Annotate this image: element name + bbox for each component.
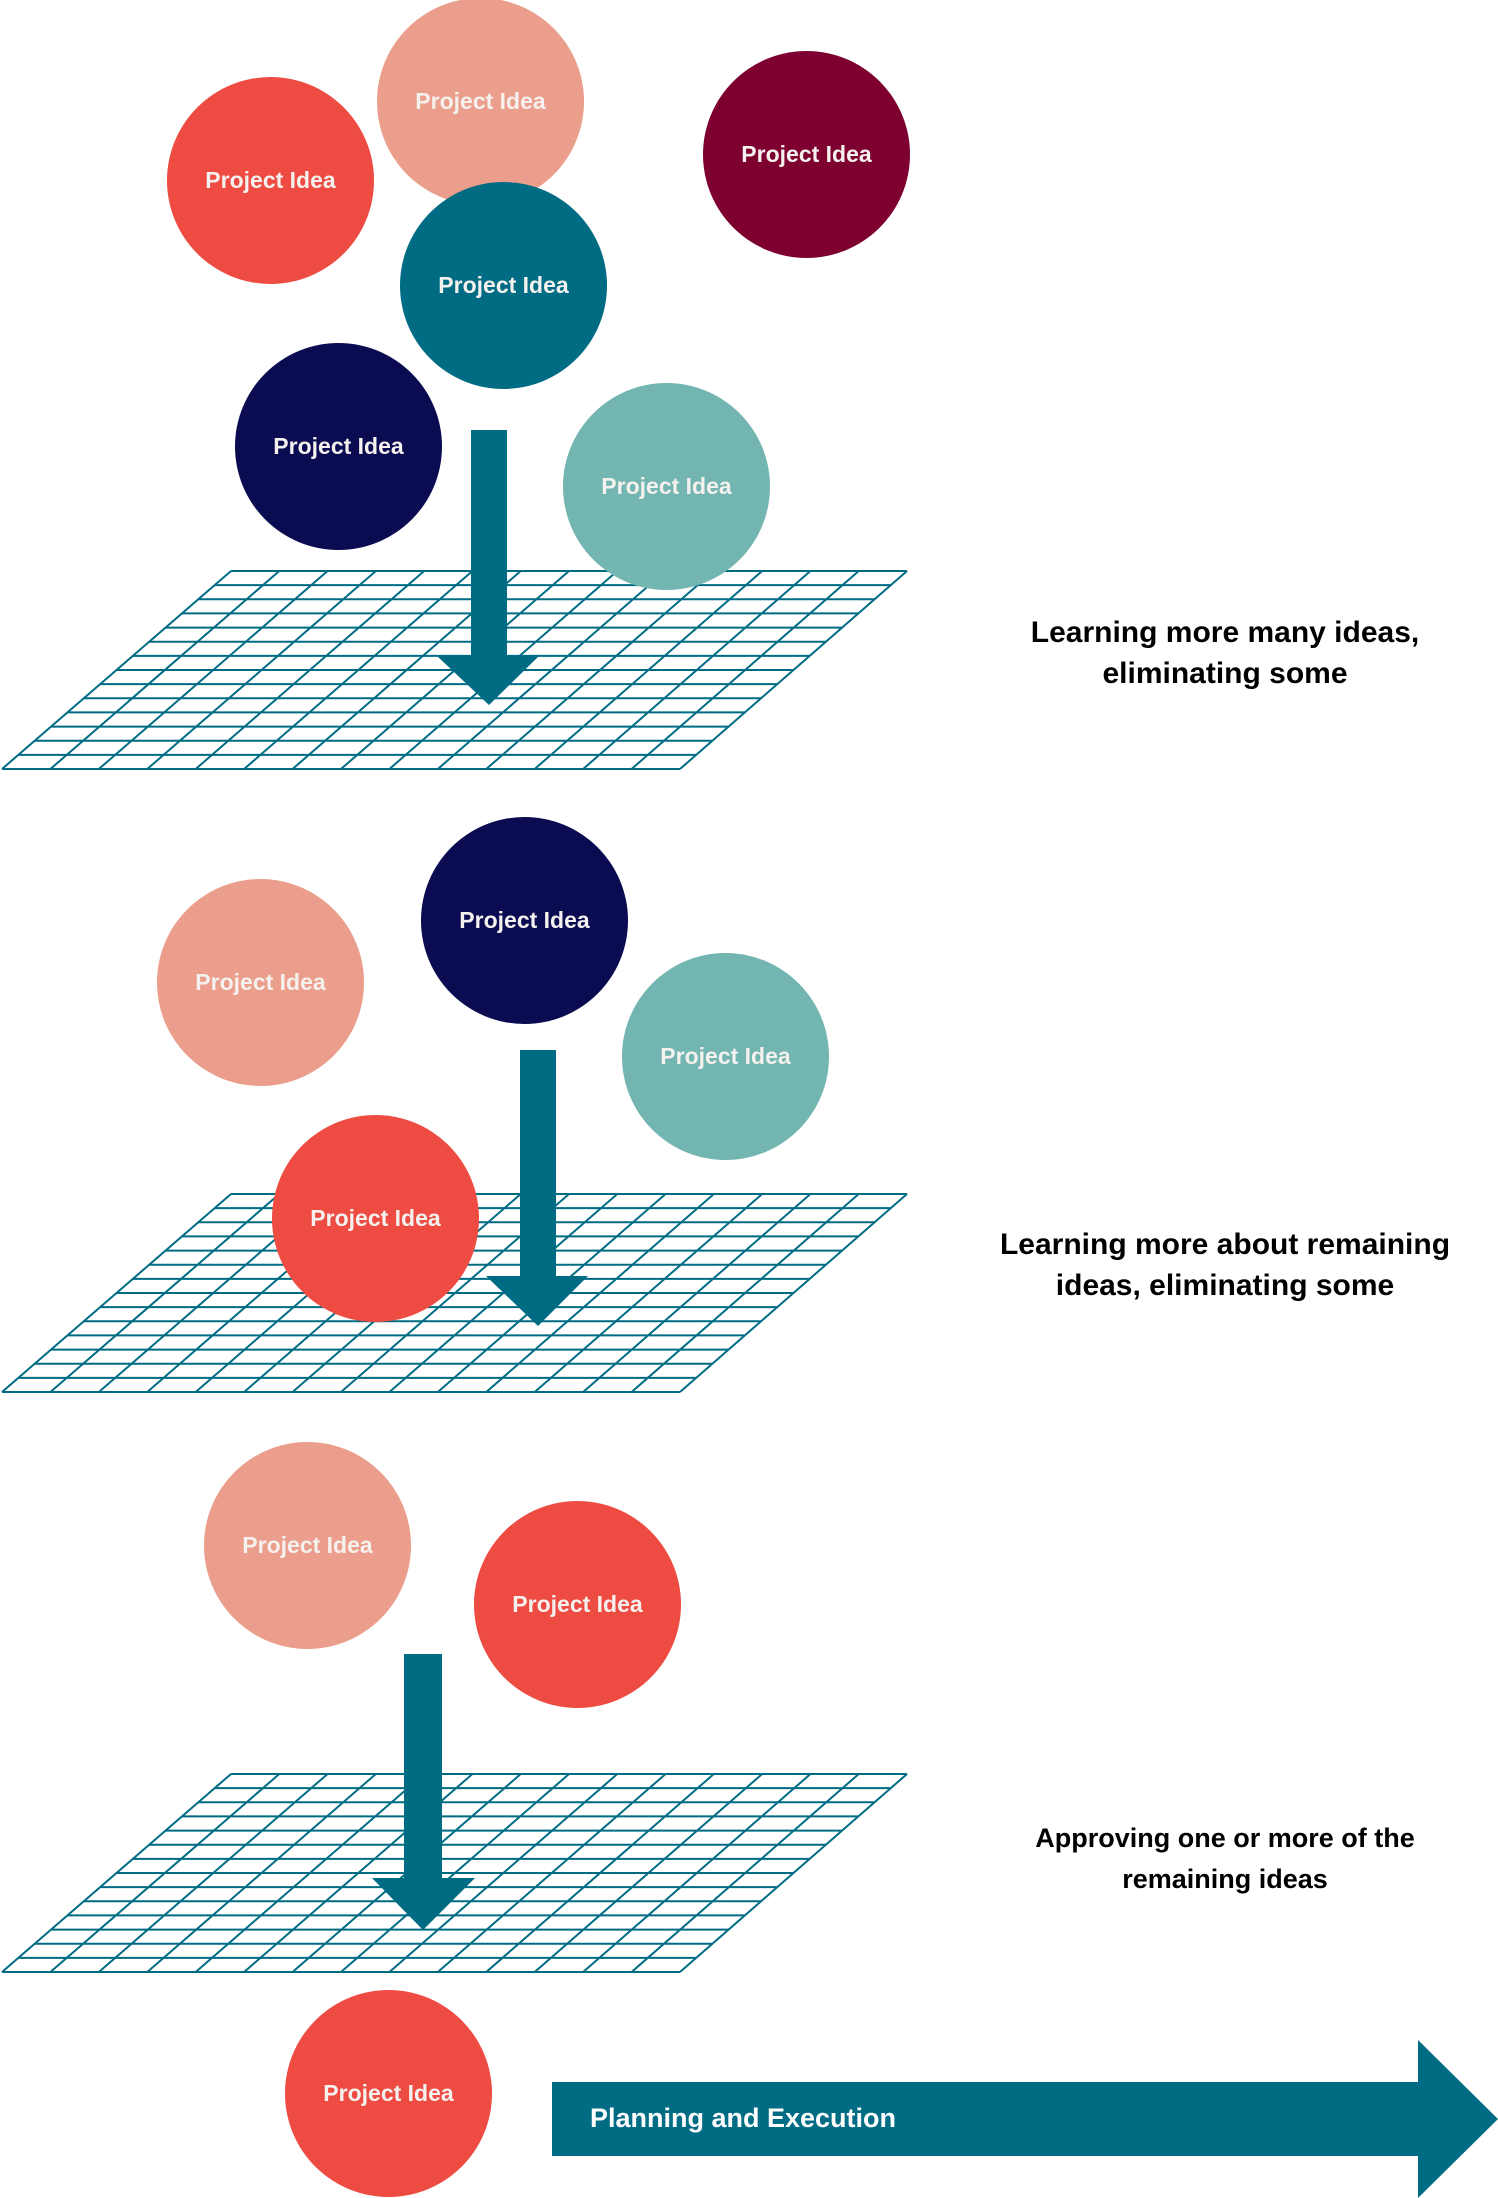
project-idea-circle: Project Idea: [703, 51, 910, 258]
stage-1-description-line: Learning more many ideas,: [1030, 616, 1420, 649]
project-idea-label: Project Idea: [323, 2080, 454, 2106]
grid-column-line: [534, 1193, 763, 1393]
project-idea-circle: Project Idea: [622, 953, 829, 1160]
project-idea-label: Project Idea: [195, 969, 326, 995]
project-idea-circle: Project Idea: [377, 0, 584, 205]
project-idea-label: Project Idea: [601, 473, 732, 499]
project-idea-label: Project Idea: [415, 88, 546, 114]
grid-column-line: [1, 570, 232, 770]
project-idea-circle: Project Idea: [204, 1442, 411, 1649]
grid-column-line: [582, 570, 812, 770]
stage-2-description-line: ideas, eliminating some: [1055, 1269, 1395, 1302]
filter-grid-1: [1, 570, 908, 770]
filter-grid-3: [1, 1773, 908, 1973]
grid-column-line: [630, 1773, 860, 1973]
grid-column-line: [195, 1773, 425, 1973]
grid-column-line: [49, 1773, 280, 1973]
stage-1-description-line: eliminating some: [1102, 657, 1348, 690]
grid-column-line: [437, 1773, 667, 1973]
down-arrow-icon: [437, 430, 539, 705]
grid-column-line: [630, 570, 860, 770]
grid-column-line: [679, 570, 908, 770]
stage-3-description-line: remaining ideas: [1122, 1864, 1328, 1894]
grid-column-line: [49, 570, 280, 770]
stage-2-description: Learning more about remaining ideas, eli…: [945, 1224, 1498, 1306]
stage-1-description: Learning more many ideas, eliminating so…: [945, 612, 1498, 694]
grid-column-line: [1, 1193, 232, 1393]
grid-column-line: [582, 1773, 812, 1973]
project-idea-label: Project Idea: [660, 1043, 791, 1069]
project-idea-label: Project Idea: [242, 1532, 373, 1558]
approved-project-idea-circle: Project Idea: [285, 1990, 492, 2197]
project-idea-circle: Project Idea: [474, 1501, 681, 1708]
project-idea-circle: Project Idea: [400, 182, 607, 389]
down-arrow-icon: [486, 1050, 588, 1326]
project-idea-label: Project Idea: [273, 433, 404, 459]
down-arrow-icon: [372, 1654, 475, 1930]
grid-column-line: [146, 1773, 377, 1973]
project-idea-circle: Project Idea: [235, 343, 442, 550]
grid-column-line: [243, 570, 474, 770]
project-idea-label: Project Idea: [205, 167, 336, 193]
grid-column-line: [582, 1193, 812, 1393]
project-idea-circle: Project Idea: [167, 77, 374, 284]
planning-execution-label: Planning and Execution: [590, 2103, 897, 2133]
grid-column-line: [534, 570, 763, 770]
grid-column-line: [98, 1773, 329, 1973]
grid-column-line: [679, 1193, 908, 1393]
grid-column-line: [388, 1193, 618, 1393]
stage-3-description: Approving one or more of the remaining i…: [945, 1818, 1498, 1900]
right-arrow-icon: [552, 2040, 1498, 2198]
grid-column-line: [485, 1193, 715, 1393]
stage-2-description-line: Learning more about remaining: [999, 1228, 1451, 1261]
grid-column-line: [388, 1773, 618, 1973]
grid-column-line: [534, 1773, 763, 1973]
stage-3-description-line: Approving one or more of the: [1035, 1823, 1415, 1853]
grid-column-line: [98, 570, 329, 770]
grid-column-line: [630, 1193, 860, 1393]
grid-column-line: [340, 1773, 570, 1973]
project-idea-label: Project Idea: [459, 907, 590, 933]
grid-column-line: [49, 1193, 280, 1393]
project-idea-label: Project Idea: [741, 141, 872, 167]
project-idea-circle: Project Idea: [272, 1115, 479, 1322]
project-idea-label: Project Idea: [512, 1591, 643, 1617]
project-idea-label: Project Idea: [438, 272, 569, 298]
project-idea-circle: Project Idea: [157, 879, 364, 1086]
project-idea-label: Project Idea: [310, 1205, 441, 1231]
grid-column-line: [437, 570, 667, 770]
grid-column-line: [485, 1773, 715, 1973]
project-idea-circle: Project Idea: [421, 817, 628, 1024]
grid-column-line: [1, 1773, 232, 1973]
grid-column-line: [146, 570, 377, 770]
grid-column-line: [485, 570, 715, 770]
project-idea-circle: Project Idea: [563, 383, 770, 590]
grid-column-line: [195, 570, 425, 770]
grid-column-line: [679, 1773, 908, 1973]
